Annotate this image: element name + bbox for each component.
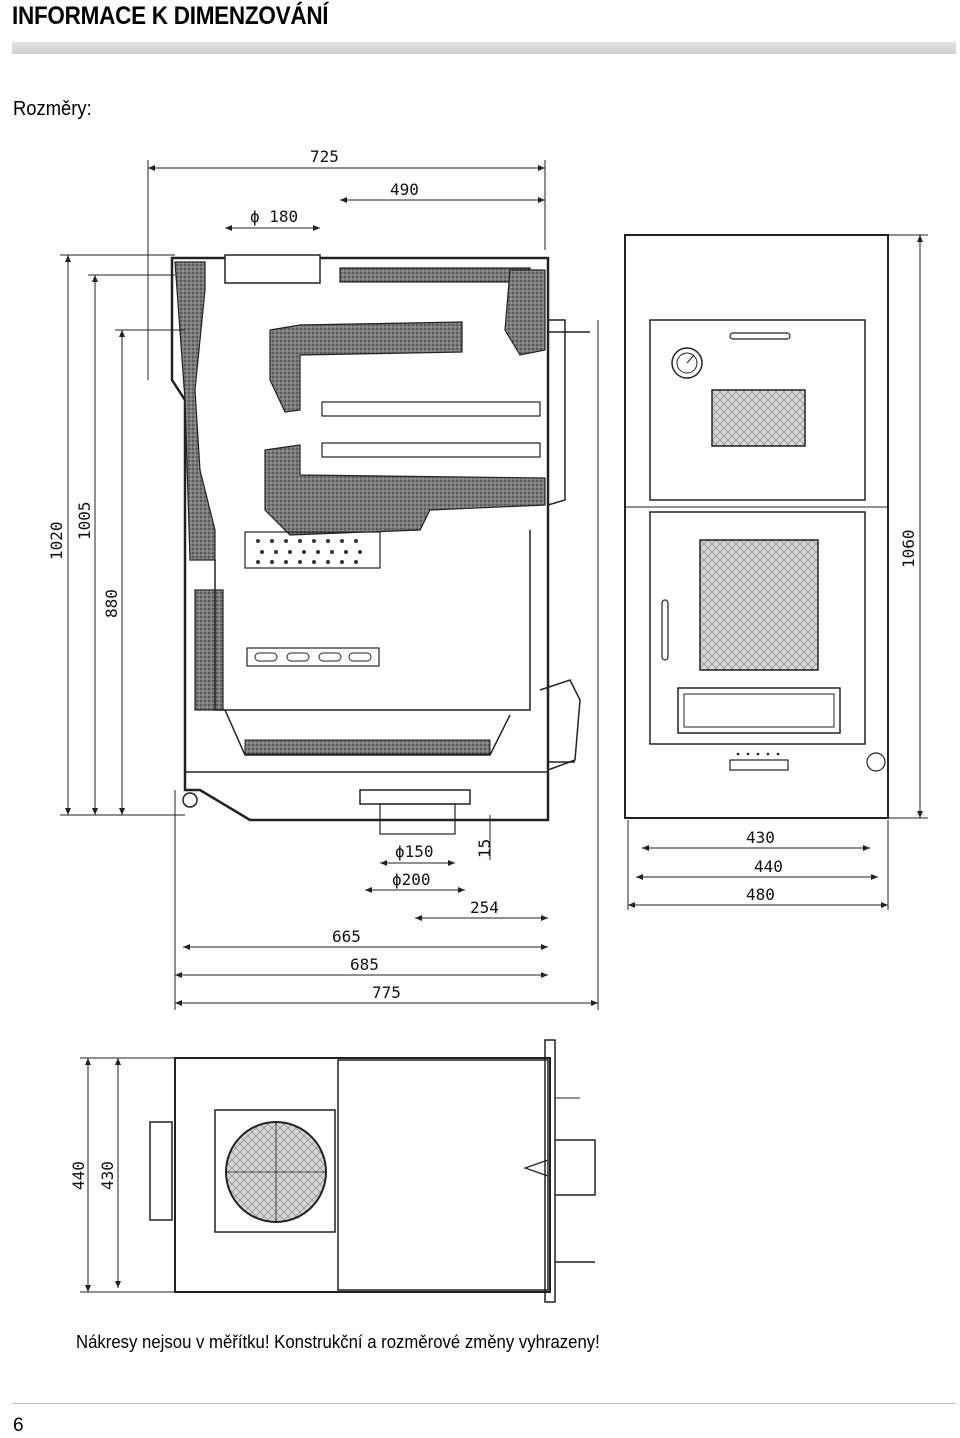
side-section-view [147, 160, 599, 1010]
dim-490: 490 [390, 180, 419, 199]
dim-480-front: 480 [746, 885, 775, 904]
dim-665: 665 [332, 927, 361, 946]
dim-phi200: ϕ200 [392, 870, 431, 889]
dim-440-front: 440 [754, 857, 783, 876]
section-subtitle: Rozměry: [13, 98, 92, 120]
dim-725: 725 [310, 147, 339, 166]
title-underline-bar [12, 42, 956, 54]
dimension-lines [60, 165, 928, 1292]
dim-685: 685 [350, 955, 379, 974]
dim-775: 775 [372, 983, 401, 1002]
dim-430-plan: 430 [98, 1161, 117, 1190]
disclaimer-note: Nákresy nejsou v měřítku! Konstrukční a … [76, 1332, 600, 1352]
front-view [624, 234, 889, 819]
dim-254: 254 [470, 898, 499, 917]
dim-1020: 1020 [47, 521, 66, 560]
dim-1060: 1060 [899, 529, 918, 568]
plan-view [80, 1039, 596, 1303]
dim-15: 15 [475, 839, 494, 858]
dim-880: 880 [102, 589, 121, 618]
dim-phi180: ϕ 180 [250, 207, 298, 226]
technical-drawing: 725 490 ϕ 180 1020 1005 880 ϕ150 ϕ200 15… [47, 147, 928, 1303]
dimension-labels: 725 490 ϕ 180 1020 1005 880 ϕ150 ϕ200 15… [47, 147, 918, 1190]
dim-430-front: 430 [746, 828, 775, 847]
dim-phi150: ϕ150 [395, 842, 434, 861]
footer-divider [12, 1403, 956, 1404]
dim-1005: 1005 [75, 501, 94, 540]
page-number: 6 [13, 1415, 24, 1436]
dim-440-plan: 440 [69, 1161, 88, 1190]
page-title: INFORMACE K DIMENZOVÁNÍ [12, 2, 329, 30]
